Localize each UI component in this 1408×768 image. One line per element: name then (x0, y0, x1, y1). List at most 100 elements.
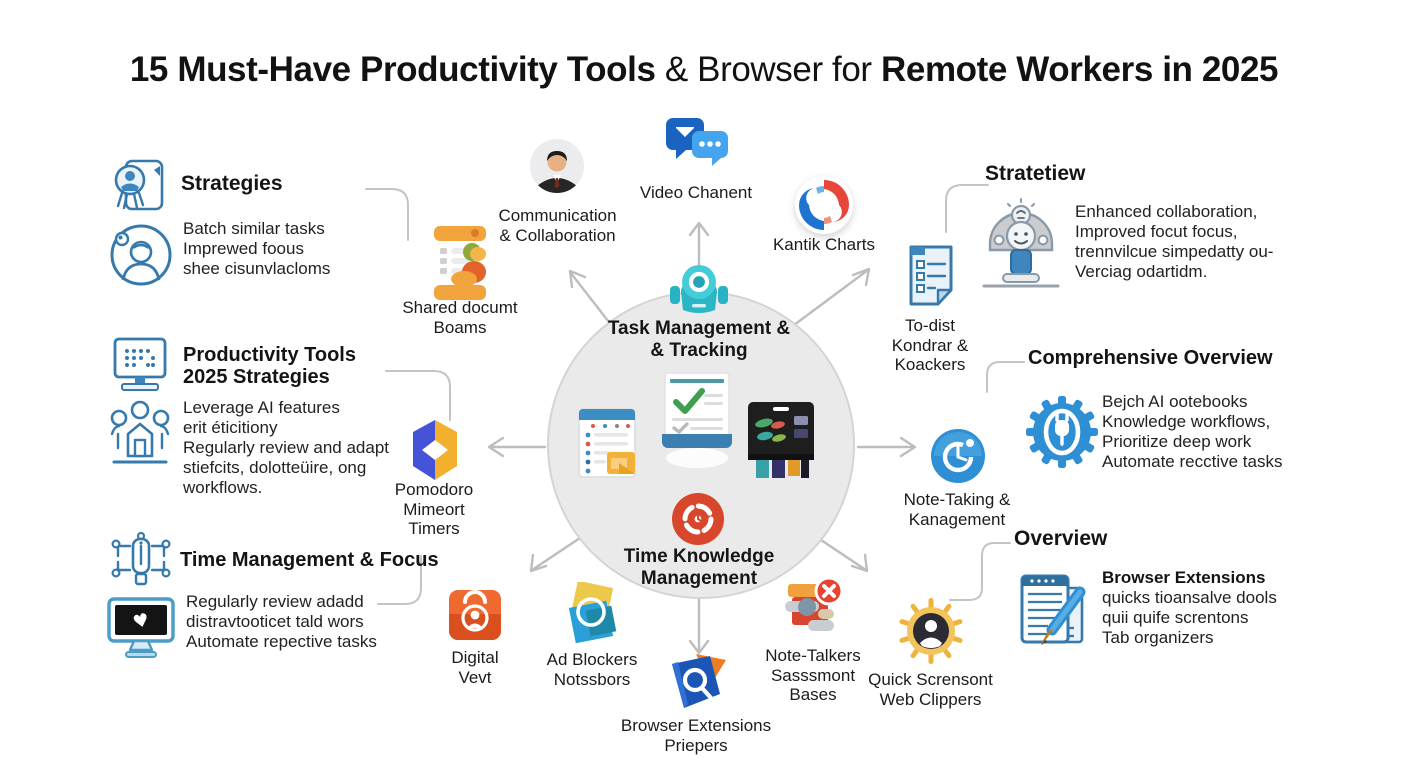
kanban-charts-label: Kantik Charts (754, 235, 894, 255)
center-top-line1: Task Management & (607, 318, 791, 339)
note-talkers-line1: Note-Talkers (765, 646, 861, 665)
digital-label: Digital Vevt (425, 648, 525, 687)
time-tracker-icon (671, 492, 725, 546)
connector-strategies (365, 188, 409, 241)
comprehensive-line: Knowledge workflows, (1102, 412, 1271, 432)
shared-document-icon (428, 224, 492, 302)
time-management-line: distravtooticet tald wors (186, 612, 364, 632)
kanban-board-icon (748, 402, 814, 482)
overview-heading: Overview (1014, 527, 1108, 550)
overview-text: Browser Extensions quicks tioansalve doo… (1102, 568, 1277, 648)
svg-text:♥: ♥ (131, 609, 152, 633)
arrow-right (856, 436, 917, 458)
shared-docs-line1: Shared documt (402, 298, 518, 317)
productivity-line: Leverage AI features (183, 398, 340, 417)
stratetiew-heading: Stratetiew (985, 162, 1086, 185)
note-talkers-label: Note-Talkers Sasssmont Bases (753, 646, 873, 705)
ad-blockers-line1: Ad Blockers (546, 650, 638, 669)
title-bold-2: Remote Workers in 2025 (881, 50, 1279, 89)
todo-lists-label: To-dist Kondrar & Koackers (880, 316, 980, 375)
title-regular: & Browser for (655, 50, 881, 89)
connector-overview (949, 542, 1011, 601)
video-chat-label: Video Chanent (626, 183, 766, 203)
robot-machine-icon (108, 530, 174, 590)
arrow-left (487, 436, 547, 458)
note-talkers-icon (780, 576, 848, 642)
browser-extensions-icon (664, 650, 730, 714)
productivity-heading: Productivity Tools 2025 Strategies (183, 344, 356, 389)
stratetiew-line: trennvilcue simpedatty ou- (1075, 242, 1274, 262)
strategies-heading: Strategies (181, 172, 283, 195)
overview-line: Tab organizers (1102, 628, 1214, 648)
comprehensive-line: Automate recctive tasks (1102, 452, 1283, 472)
browser-extensions-line1: Browser Extensions (620, 716, 772, 735)
productivity-text: Leverage AI features erit éticitiony Reg… (183, 398, 389, 498)
todo-list-document-icon (902, 244, 960, 312)
note-taking-label: Note-Taking & Kanagement (886, 490, 1028, 529)
time-management-heading: Time Management & Focus (180, 549, 439, 571)
center-top-label: Task Management & & Tracking (584, 318, 814, 362)
note-taking-badge-icon (928, 426, 988, 486)
person-avatar (530, 139, 584, 193)
ad-blockers-icon (558, 582, 626, 646)
stratetiew-line: Verciag odartidm. (1075, 262, 1208, 282)
quick-screenshot-line1: Quick Scrensont (868, 670, 993, 689)
overview-line: quicks tioansalve dools (1102, 588, 1277, 608)
team-group-icon (108, 400, 172, 468)
pomodoro-line2: Mimeort (403, 499, 465, 519)
stratetiew-text: Enhanced collaboration, Improved focut f… (1075, 202, 1273, 282)
note-talkers-line2: Sasssmont (770, 665, 856, 685)
digital-bag-icon (447, 580, 503, 642)
arrow-up-right (788, 267, 871, 330)
arrow-down (688, 596, 710, 655)
pomodoro-line1: Pomodoro (394, 480, 474, 499)
center-bottom-label: Time Knowledge Management (597, 546, 801, 590)
note-taking-line2: Kanagement (908, 509, 1006, 529)
webcam-icon (668, 258, 730, 318)
productivity-heading-line2: 2025 Strategies (183, 366, 330, 389)
shared-docs-label: Shared documt Boams (390, 298, 530, 337)
strategies-line: shee cisunvlacloms (183, 259, 331, 279)
stratetiew-line: Enhanced collaboration, (1075, 202, 1258, 221)
pomodoro-label: Pomodoro Mimeort Timers (374, 480, 494, 539)
shared-docs-line2: Boams (433, 317, 487, 337)
productivity-line: stiefcits, dolotteüire, ong (183, 458, 367, 478)
stratetiew-line: Improved focut focus, (1075, 222, 1238, 242)
robot-assistant-icon (980, 198, 1062, 290)
strategies-line: Imprewed foous (183, 239, 304, 259)
todo-lists-line3: Koackers (894, 355, 966, 375)
quick-screenshot-icon (898, 598, 964, 664)
connector-time-management (377, 555, 422, 605)
overview-line: quii quife screntons (1102, 608, 1249, 628)
note-talkers-line3: Bases (789, 685, 837, 705)
pomodoro-cube-icon (398, 418, 472, 484)
connector-productivity (385, 370, 451, 421)
connector-comprehensive (986, 361, 1025, 393)
pomodoro-line3: Timers (408, 519, 460, 539)
communication-line1: Communication (498, 206, 617, 225)
communication-line2: & Collaboration (499, 225, 616, 245)
kanban-charts-logo-icon (795, 176, 853, 234)
comprehensive-line: Bejch AI ootebooks (1102, 392, 1248, 411)
time-management-line: Automate repective tasks (186, 632, 377, 652)
video-chat-icon (664, 116, 732, 178)
time-management-line: Regularly review adadd (186, 592, 364, 611)
quick-screenshot-label: Quick Scrensont Web Clippers (858, 670, 1003, 709)
center-top-line2: & Tracking (650, 339, 748, 361)
title-bold-1: 15 Must-Have Productivity Tools (129, 50, 656, 89)
strategies-text: Batch similar tasks Imprewed foous shee … (183, 219, 330, 279)
digital-line1: Digital (451, 648, 499, 667)
kanban-charts-line1: Kantik Charts (772, 235, 876, 254)
communication-label: Communication & Collaboration (480, 206, 635, 245)
task-list-app-icon (578, 406, 638, 480)
gear-plugin-icon (1024, 394, 1100, 470)
productivity-line: workflows. (183, 478, 263, 498)
comprehensive-line: Prioritize deep work (1102, 432, 1252, 452)
connector-stratetiew (945, 184, 989, 233)
browser-monitor-icon: ♥ (106, 596, 176, 660)
calculator-monitor-icon (110, 336, 170, 392)
quick-screenshot-line2: Web Clippers (879, 689, 982, 709)
checklist-app-icon (662, 372, 732, 468)
notepad-pen-icon (1014, 570, 1094, 654)
comprehensive-heading: Comprehensive Overview (1028, 347, 1273, 369)
